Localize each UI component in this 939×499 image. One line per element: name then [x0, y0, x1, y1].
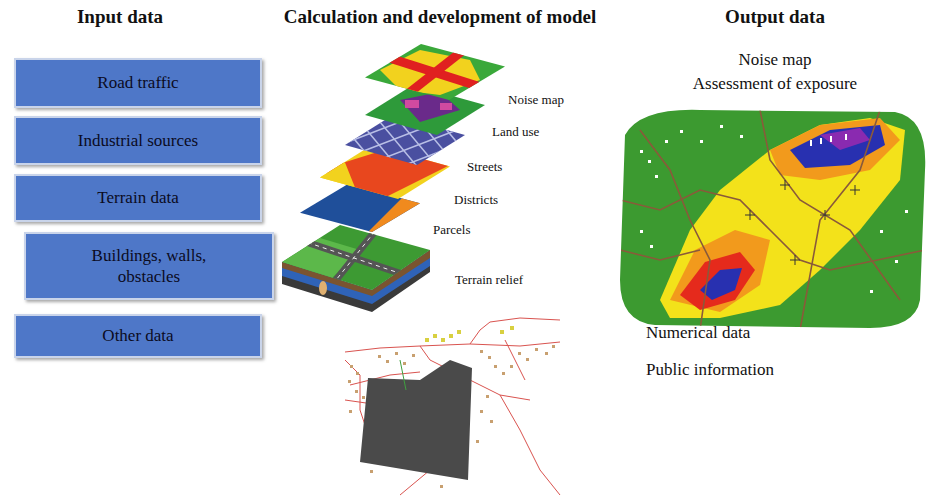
input-box: Road traffic — [14, 58, 262, 108]
noise-map-layer — [360, 40, 510, 105]
input-box: Other data — [14, 314, 262, 358]
input-box: Industrial sources — [14, 116, 262, 165]
layer-label: Districts — [454, 192, 544, 208]
output-label: Assessment of exposure — [655, 74, 895, 94]
input-box: Buildings, walls, obstacles — [24, 232, 274, 300]
box-text: Road traffic — [97, 72, 178, 93]
layer-label: Noise map — [508, 92, 598, 108]
layer-label: Terrain relief — [455, 272, 565, 288]
layer-label: Streets — [467, 159, 557, 175]
output-noise-map — [620, 110, 925, 330]
output-label: Public information — [646, 360, 846, 380]
column-heading: Calculation and development of model — [272, 6, 608, 29]
output-label: Noise map — [680, 50, 870, 70]
box-text: Industrial sources — [78, 130, 198, 151]
box-text: Buildings, walls, obstacles — [64, 245, 234, 288]
city-3d-model — [345, 318, 560, 495]
box-text: Other data — [102, 325, 173, 346]
column-heading: Output data — [690, 6, 860, 29]
box-text: Terrain data — [97, 187, 178, 208]
layer-label: Land use — [492, 124, 582, 140]
input-box: Terrain data — [14, 174, 262, 222]
output-label: Numerical data — [646, 323, 846, 343]
layer-label: Parcels — [433, 222, 523, 238]
column-heading: Input data — [40, 6, 200, 29]
terrain-relief-layer — [282, 225, 430, 312]
